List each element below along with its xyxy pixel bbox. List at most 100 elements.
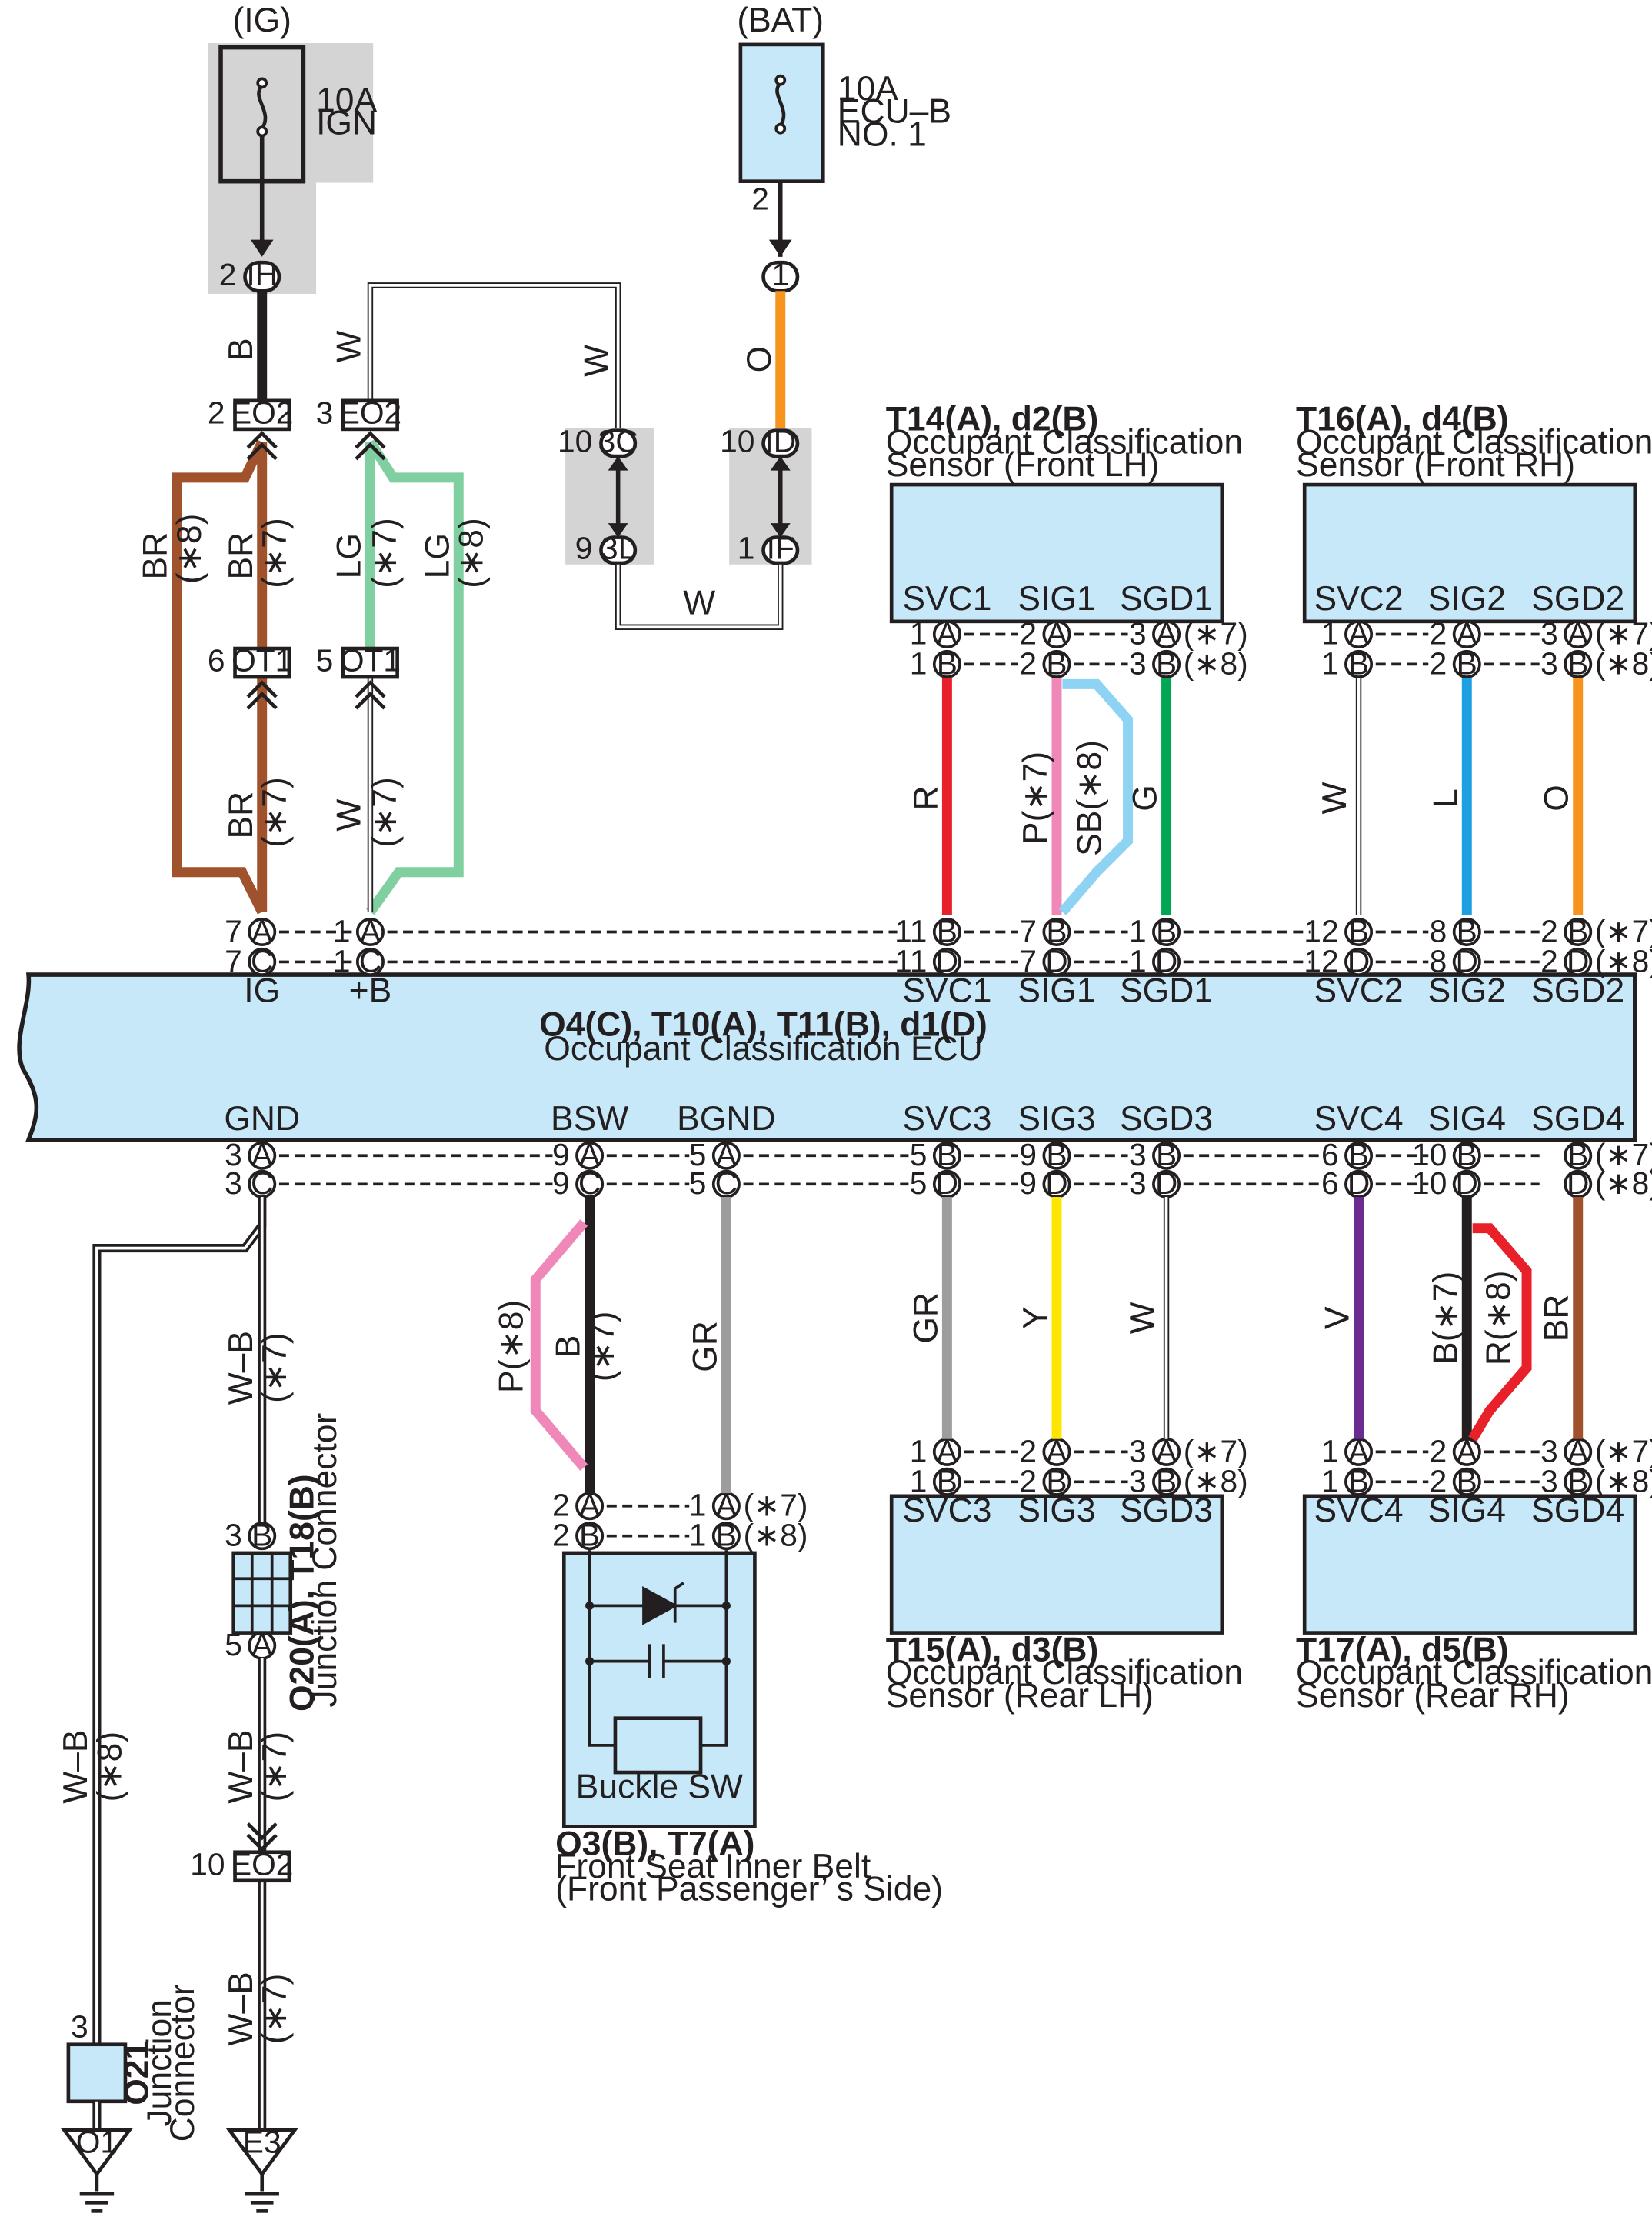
svg-text:C: C [715,1165,738,1201]
ecu-pin-label: BGND [677,1100,775,1138]
sensor-front-lh-id: T14(A), d2(B) [886,401,1099,438]
ecu-pin-label: BSW [551,1100,628,1138]
svg-text:D: D [936,1165,958,1201]
junction1-name: Junction Connector [306,1413,344,1708]
note-7h: (∗7) [584,1312,621,1382]
wire-br-label-4: BR [1538,1294,1576,1342]
fuse-bat-name2: NO. 1 [838,115,927,153]
svg-text:(∗7): (∗7) [1184,1433,1248,1468]
ecu-pin-label: SGD1 [1120,972,1213,1009]
wire-br-8 [172,439,267,915]
pin-text: AC AC BD BD BD BD BD BD AB AB AB AB AB A… [251,615,1589,1662]
svg-text:12: 12 [1304,913,1338,948]
connector-3c-pin: 10 [558,424,592,459]
connector-bat1 [761,260,800,293]
sensor-rear-lh [889,1494,1224,1635]
svg-text:1: 1 [1321,615,1339,651]
ecu-top-labels: IG +B SVC1 SIG1 SGD1 SVC2 SIG2 SGD2 [244,972,1624,1009]
connector-id-label: ID [764,424,796,459]
connector-ot1-b [341,646,399,679]
svg-text:3: 3 [225,1165,242,1201]
wire-gr-label-2: GR [907,1292,944,1344]
svg-text:B: B [1457,1463,1477,1498]
svg-text:A: A [1567,1433,1589,1468]
ecu-pin-label: SVC4 [1314,1100,1403,1138]
sensor-front-lh-side: Sensor (Front LH) [886,446,1160,484]
svg-text:(∗7): (∗7) [1595,1433,1652,1468]
fuse-ig-icon [257,84,268,130]
pin-circles [248,620,1593,1660]
wire-g-label: G [1127,785,1164,812]
svg-text:5: 5 [689,1137,707,1172]
svg-text:D: D [1155,1165,1177,1201]
fuse-bat-source: (BAT) [737,2,824,39]
ground-e3-label: E3 [243,2124,281,2159]
chevron-up-icon [246,431,278,461]
svg-text:(∗7): (∗7) [1595,913,1652,948]
ecu-pin-label: SIG4 [1428,1100,1506,1138]
wire-wb-label: W–B [222,1331,260,1405]
junction-o21 [66,2042,128,2104]
wire-wb-label-2: W–B [222,1729,260,1803]
wire-br-label: BR [137,532,175,580]
svg-text:B: B [579,1518,600,1553]
ground-o1-icon [60,2128,134,2213]
sensor-front-rh-side: Sensor (Front RH) [1296,446,1575,484]
svg-text:B: B [937,645,958,681]
fuse-bat-amp: 10A [838,70,898,108]
connector-eo2-b-pin: 3 [316,395,334,430]
sensor-pin-label: SGD4 [1531,1492,1624,1529]
wire-p-label: P(∗7) [1017,752,1054,845]
svg-text:D: D [1045,943,1067,978]
svg-text:3: 3 [1129,615,1147,651]
svg-text:B: B [937,1137,958,1172]
ecu-pin-label: IG [244,972,280,1009]
svg-text:B: B [937,913,958,948]
svg-text:B: B [1567,645,1588,681]
note-8c: (∗8) [91,1732,128,1802]
svg-text:A: A [251,913,273,948]
chevron-up-icon-4 [355,680,386,710]
sensor-front-rh [1302,482,1637,624]
fuse-bat-icon [775,82,786,127]
svg-text:3: 3 [1129,1463,1147,1498]
junction1-id: O20(A), T18(B) [283,1474,321,1712]
sensor-pin-label: SVC2 [1314,580,1403,618]
wire-w-label-4: W [330,799,368,832]
connector-ih [243,260,281,293]
svg-text:C: C [359,943,381,978]
svg-text:11: 11 [894,943,927,978]
svg-text:(∗7): (∗7) [1595,1137,1652,1172]
buckle-label: Buckle SW [576,1768,743,1805]
svg-text:B: B [1046,1463,1067,1498]
ecu-bottom-labels: GND BSW BGND SVC3 SIG3 SGD3 SVC4 SIG4 SG… [224,1100,1624,1138]
svg-text:B: B [1348,1463,1369,1498]
svg-text:D: D [1456,1165,1478,1201]
svg-text:2: 2 [552,1518,570,1553]
note-7c: (∗7) [366,518,404,588]
ecu-pin-label: SGD3 [1120,1100,1213,1138]
svg-text:1: 1 [1129,913,1147,948]
svg-text:11: 11 [894,913,927,948]
svg-text:1: 1 [689,1518,707,1553]
sensor-pin-label: SVC4 [1314,1492,1403,1529]
svg-text:(∗7): (∗7) [744,1488,808,1523]
wire-wb-label-4: W–B [57,1729,95,1803]
ecu-pin-label: SVC1 [902,972,991,1009]
svg-text:A: A [579,1137,601,1172]
buckle-circuit-icon [588,1550,728,1775]
svg-text:A: A [1046,1433,1067,1468]
svg-text:2: 2 [1430,1433,1447,1468]
svg-text:A: A [1567,615,1589,651]
svg-text:3: 3 [1129,1433,1147,1468]
connector-ot1-a [233,646,291,679]
connector-ot1-a-label: OT1 [231,643,292,678]
sensor-rear-rh-name: Occupant Classification [1296,1654,1652,1692]
svg-text:2: 2 [1430,645,1447,681]
chevron-up-icon-2 [355,431,386,461]
svg-text:A: A [1046,615,1067,651]
svg-text:9: 9 [1019,1165,1037,1201]
svg-text:1: 1 [1321,1463,1339,1498]
wire-w-label-5: W [1316,782,1354,814]
